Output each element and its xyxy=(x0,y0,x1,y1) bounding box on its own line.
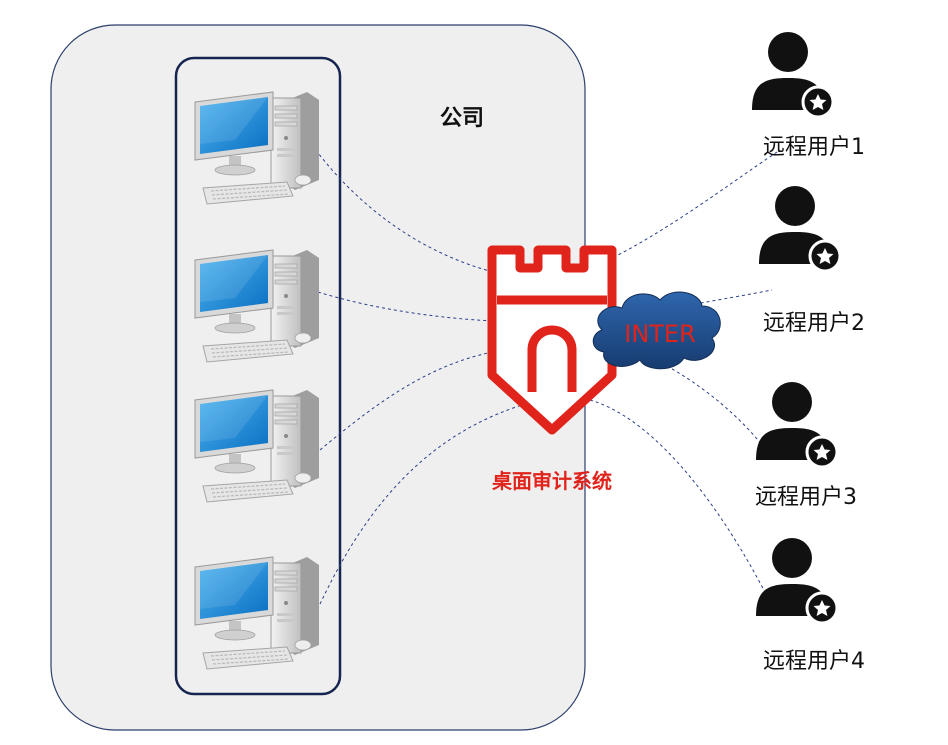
computer-group-frame xyxy=(174,56,342,696)
desktop-computer-icon xyxy=(194,556,320,670)
user-star-icon xyxy=(750,30,835,119)
castle-shield-icon xyxy=(487,245,617,435)
company-label: 公司 xyxy=(440,106,484,131)
audit-system-label: 桌面审计系统 xyxy=(492,469,612,493)
user-star-icon xyxy=(754,536,839,625)
user-star-icon xyxy=(757,184,842,273)
desktop-computer-icon xyxy=(194,249,320,363)
link-pc2-audit xyxy=(317,291,521,323)
link-cloud-user3 xyxy=(639,351,773,459)
link-pc4-audit xyxy=(319,399,541,605)
remote-user-label-1: 远程用户1 xyxy=(763,135,865,160)
internet-label: INTER xyxy=(624,320,696,348)
link-audit-user4 xyxy=(589,399,776,613)
cloud-icon xyxy=(592,291,721,370)
desktop-computer-icon xyxy=(194,91,320,205)
link-pc1-audit xyxy=(311,144,521,279)
user-star-icon xyxy=(754,380,839,469)
desktop-computer-icon xyxy=(194,389,320,503)
remote-user-label-2: 远程用户2 xyxy=(763,311,865,336)
remote-user-label-4: 远程用户4 xyxy=(763,649,865,674)
remote-user-label-3: 远程用户3 xyxy=(755,485,857,510)
